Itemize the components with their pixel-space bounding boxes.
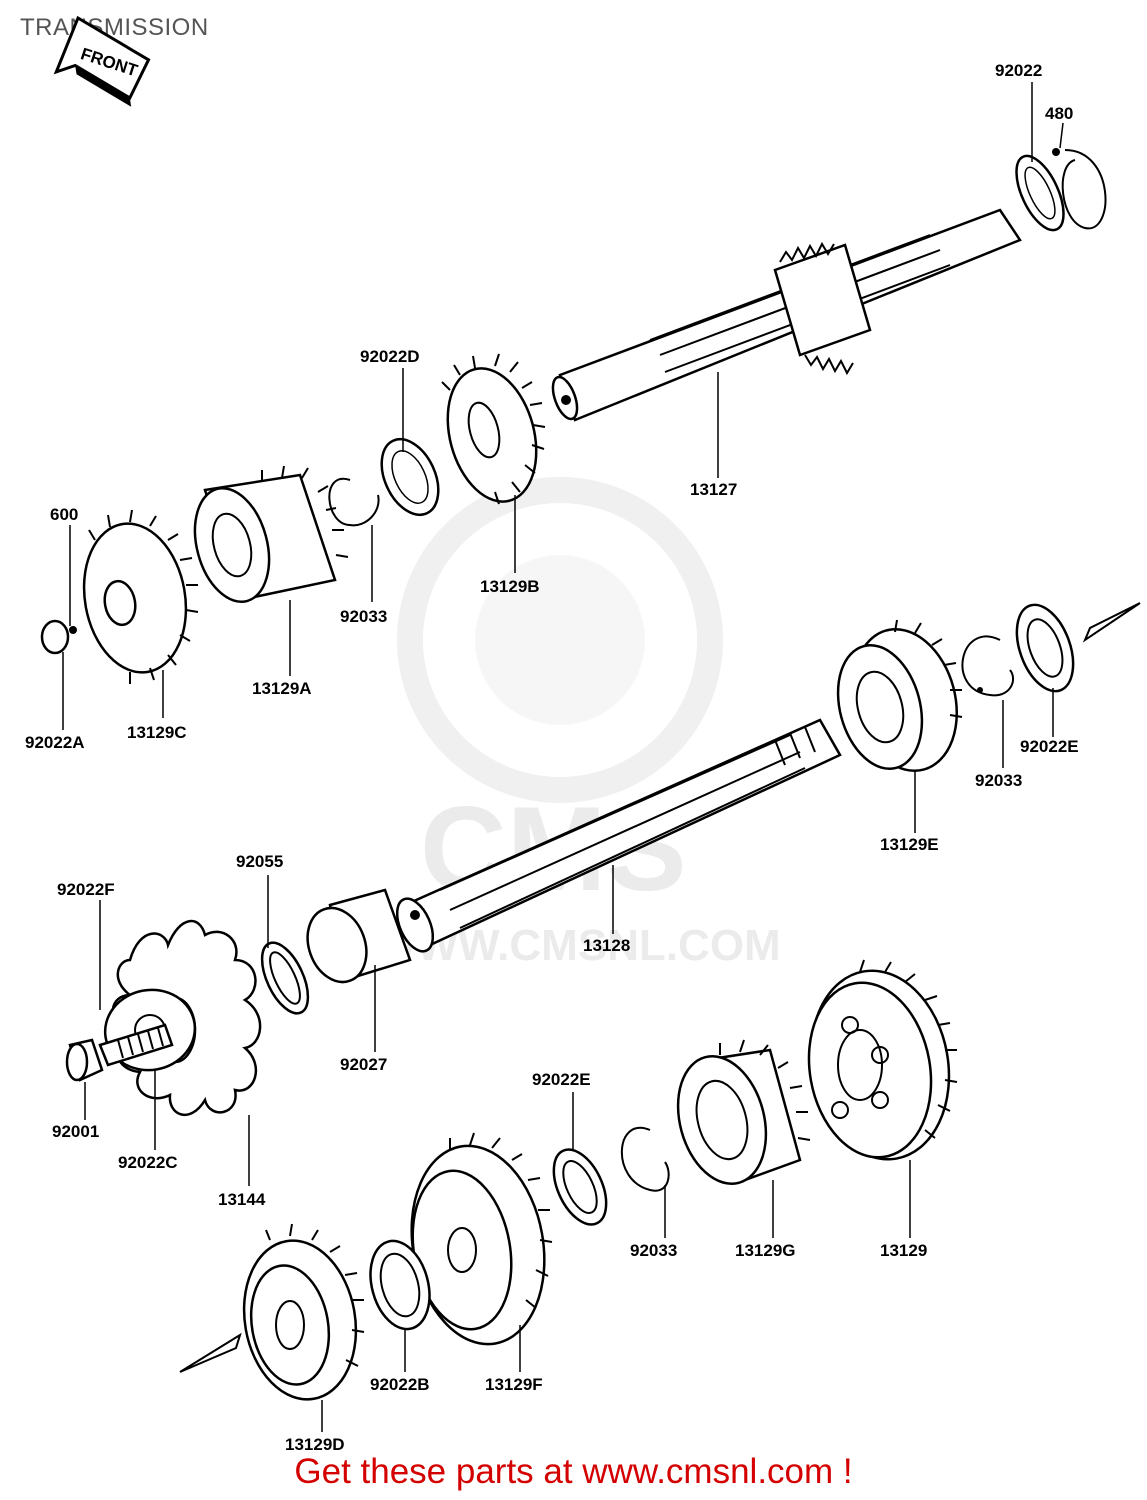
axis-arrow-right-icon — [1082, 602, 1141, 643]
part-label: 92033 — [630, 1241, 677, 1260]
part-label: 13129E — [880, 835, 939, 854]
footer-link[interactable]: Get these parts at www.cmsnl.com ! — [294, 1452, 853, 1491]
gear-13129C — [82, 509, 199, 684]
gear-13129A — [193, 465, 349, 604]
part-label: 92022F — [57, 880, 115, 899]
washer-92022A — [40, 619, 70, 655]
leader-lines — [62, 82, 1064, 1432]
part-label: 13129F — [485, 1375, 543, 1394]
washer-92022E-right — [1015, 603, 1075, 693]
front-arrow-icon: FRONT — [53, 15, 151, 107]
gear-13129G — [676, 1039, 811, 1185]
watermark-logo: CMS WWW.CMSNL.COM — [375, 477, 781, 970]
gear-13129F — [410, 1132, 553, 1346]
part-label: 600 — [50, 505, 78, 524]
washer-92022B — [369, 1239, 431, 1331]
part-label: 13129 — [880, 1241, 927, 1260]
part-labels: 92022 480 13127 92022D 13129B 92033 600 … — [25, 61, 1079, 1454]
circlip-92033-upper — [328, 477, 380, 527]
part-label: 92027 — [340, 1055, 387, 1074]
part-label: 13129A — [252, 679, 312, 698]
part-label: 92033 — [340, 607, 387, 626]
gear-13129 — [807, 959, 958, 1161]
gear-13129D — [242, 1223, 365, 1401]
washer-92022D — [380, 437, 440, 517]
part-label: 92022E — [1020, 737, 1079, 756]
part-label: 13127 — [690, 480, 737, 499]
axis-arrow-left-icon — [179, 1332, 242, 1373]
page-title: TRANSMISSION — [20, 14, 209, 41]
gear-13129B — [441, 353, 546, 505]
part-label: 13144 — [218, 1190, 266, 1209]
lower-shaft-13128 — [395, 718, 842, 953]
part-label: 92022E — [532, 1070, 591, 1089]
part-label: 92022D — [360, 347, 420, 366]
part-label: 92001 — [52, 1122, 99, 1141]
part-label: 13129G — [735, 1241, 796, 1260]
part-label: 92022 — [995, 61, 1042, 80]
collar-92027 — [306, 888, 412, 984]
circlip-92033-right — [961, 635, 1015, 697]
circlip-480 — [1052, 148, 1107, 230]
part-label: 13129B — [480, 577, 540, 596]
washer-92022-upper — [1015, 154, 1065, 232]
upper-shaft-13127 — [551, 208, 1022, 422]
washer-92055 — [260, 941, 310, 1015]
part-label: 92022B — [370, 1375, 430, 1394]
part-label: 480 — [1045, 104, 1073, 123]
circlip-92033-lower — [620, 1126, 670, 1192]
washer-92022E-lower — [552, 1148, 608, 1226]
ball-600 — [69, 626, 77, 634]
part-label: 92033 — [975, 771, 1022, 790]
part-label: 92022C — [118, 1153, 178, 1172]
gear-13129E — [836, 619, 963, 772]
part-label: 92055 — [236, 852, 283, 871]
part-label: 92022A — [25, 733, 85, 752]
part-label: 13129D — [285, 1435, 345, 1454]
bolt-92001 — [65, 1023, 174, 1082]
part-label: 13128 — [583, 936, 630, 955]
part-label: 13129C — [127, 723, 187, 742]
